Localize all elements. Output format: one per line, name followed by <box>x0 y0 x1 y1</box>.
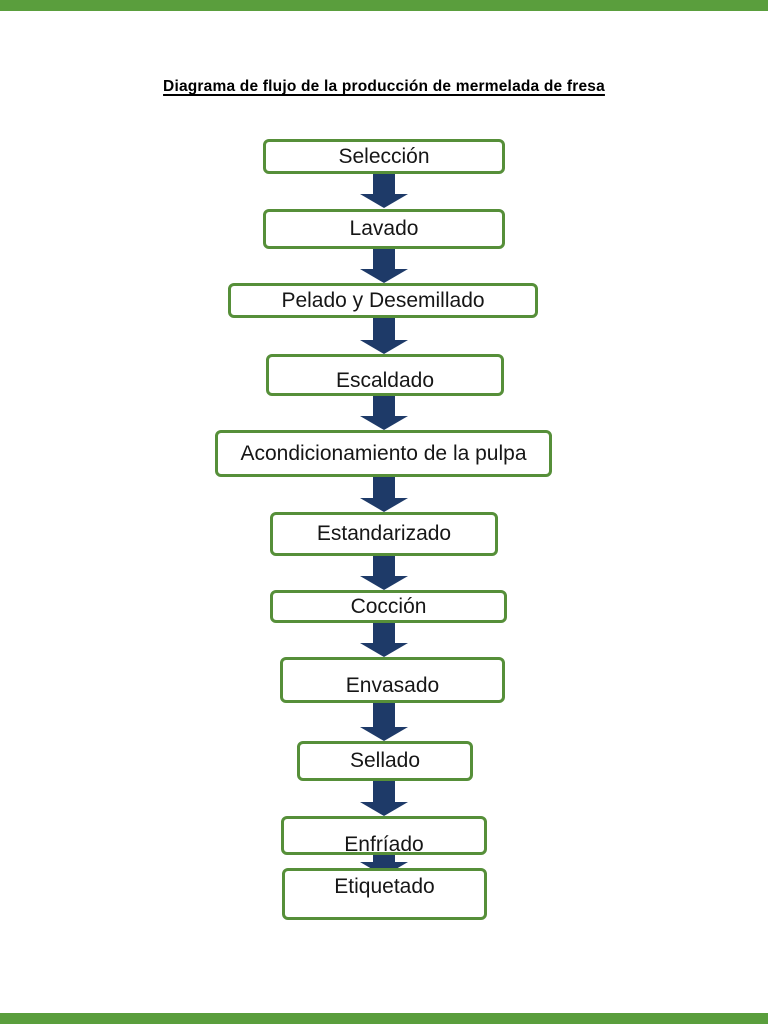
down-arrow-icon <box>360 248 408 283</box>
flow-step-label: Sellado <box>349 749 421 772</box>
flow-step-sellado: Sellado <box>297 741 473 781</box>
flow-step-etiquetado: Etiquetado <box>282 868 487 920</box>
flow-step-label: Envasado <box>345 674 440 697</box>
down-arrow-icon <box>360 395 408 430</box>
flow-step-lavado: Lavado <box>263 209 505 249</box>
flow-step-coccion: Cocción <box>270 590 507 623</box>
flow-step-envasado: Envasado <box>280 657 505 703</box>
flow-step-escaldado: Escaldado <box>266 354 504 396</box>
flow-step-label: Selección <box>338 144 430 168</box>
flow-step-label: Cocción <box>350 594 427 618</box>
diagram-title: Diagrama de flujo de la producción de me… <box>163 78 605 96</box>
flow-step-estandarizado: Estandarizado <box>270 512 498 556</box>
top-edge-bar <box>0 0 768 11</box>
down-arrow-icon <box>360 703 408 741</box>
flow-step-label: Lavado <box>349 217 419 240</box>
flow-step-label: Enfríado <box>344 833 424 856</box>
down-arrow-icon <box>360 317 408 354</box>
flow-step-label: Estandarizado <box>316 522 452 545</box>
flow-step-seleccion: Selección <box>263 139 505 174</box>
flow-step-enfriado: Enfríado <box>281 816 487 856</box>
flow-step-label: Etiquetado <box>334 875 435 898</box>
flow-step-label: Acondicionamiento de la pulpa <box>240 441 527 465</box>
flow-step-acondicionamiento-de-la-pulpa: Acondicionamiento de la pulpa <box>215 430 552 477</box>
bottom-edge-bar <box>0 1013 768 1024</box>
down-arrow-icon <box>360 780 408 816</box>
down-arrow-icon <box>360 476 408 512</box>
flow-step-label: Escaldado <box>335 369 435 392</box>
down-arrow-icon <box>360 172 408 208</box>
down-arrow-icon <box>360 622 408 657</box>
down-arrow-icon <box>360 555 408 590</box>
flow-step-label: Pelado y Desemillado <box>281 288 485 312</box>
flow-step-pelado-y-desemillado: Pelado y Desemillado <box>228 283 538 318</box>
